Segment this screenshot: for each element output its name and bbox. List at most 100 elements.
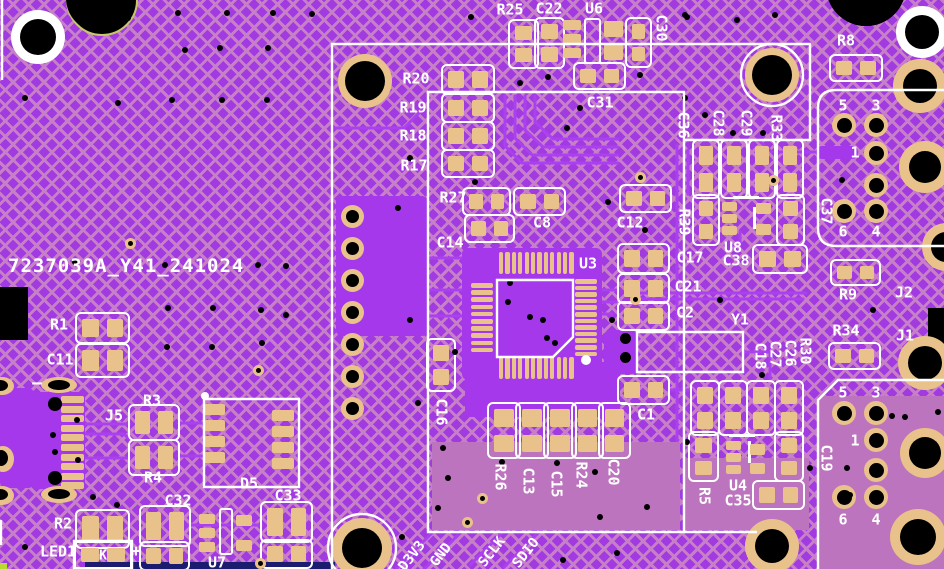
designator-6[interactable]: 6 <box>838 510 848 529</box>
copper-trace[interactable] <box>502 527 544 569</box>
smd-pad[interactable] <box>781 438 797 453</box>
via[interactable] <box>560 557 566 563</box>
designator-C12[interactable]: C12 <box>616 213 644 232</box>
smd-pad[interactable] <box>472 71 488 88</box>
smd-pad[interactable] <box>632 46 645 61</box>
via[interactable] <box>605 199 611 205</box>
smd-pad[interactable] <box>494 434 514 452</box>
smd-pad[interactable] <box>604 44 623 60</box>
smd-pad[interactable] <box>81 548 99 562</box>
qfp-pad[interactable] <box>471 333 493 338</box>
designator-U4[interactable]: U4 <box>728 476 748 495</box>
component-C30[interactable] <box>625 17 652 68</box>
qfp-pad[interactable] <box>575 285 597 291</box>
via[interactable] <box>540 317 546 323</box>
smd-pad[interactable] <box>515 48 532 62</box>
qfp-pad[interactable] <box>471 290 493 295</box>
connector-pad[interactable] <box>61 415 84 423</box>
smd-pad[interactable] <box>472 156 488 171</box>
smd-pad[interactable] <box>624 280 640 297</box>
smd-pad[interactable] <box>699 201 713 216</box>
component-C38[interactable] <box>752 244 808 274</box>
smd-pad[interactable] <box>550 434 570 452</box>
smd-pad[interactable] <box>168 548 183 564</box>
qfp-pad[interactable] <box>563 252 568 274</box>
smd-pad[interactable] <box>106 516 123 542</box>
qfp-pad[interactable] <box>575 279 597 284</box>
smd-pad[interactable] <box>433 345 449 361</box>
smd-pad[interactable] <box>697 412 713 429</box>
qfp-pad[interactable] <box>471 326 493 331</box>
copper-trace[interactable] <box>394 531 434 569</box>
designator-4[interactable]: 4 <box>871 510 881 529</box>
component-R30c[interactable] <box>774 380 804 436</box>
via[interactable] <box>407 155 413 161</box>
via[interactable] <box>717 297 723 303</box>
smd-pad[interactable] <box>550 409 570 427</box>
smd-pad[interactable] <box>722 226 737 235</box>
via[interactable] <box>505 299 511 305</box>
qfp-pad[interactable] <box>518 357 523 379</box>
via[interactable] <box>169 97 175 103</box>
smd-pad[interactable] <box>647 250 663 267</box>
designator-C2[interactable]: C2 <box>675 303 695 322</box>
designator-5[interactable]: 5 <box>838 96 848 115</box>
smd-pad[interactable] <box>756 203 771 214</box>
component-U6[interactable] <box>584 18 601 64</box>
smd-pad[interactable] <box>472 100 488 116</box>
designator-U6[interactable]: U6 <box>584 0 604 18</box>
smd-pad[interactable] <box>784 251 801 267</box>
smd-pad[interactable] <box>82 319 99 337</box>
qfp-pad[interactable] <box>505 252 510 274</box>
smd-pad[interactable] <box>699 173 713 192</box>
smd-pad[interactable] <box>722 202 737 211</box>
qfp-pad[interactable] <box>575 325 597 330</box>
qfp-pad[interactable] <box>531 357 536 379</box>
designator-C22[interactable]: C22 <box>535 0 563 18</box>
smd-pad[interactable] <box>722 214 737 223</box>
smd-pad[interactable] <box>433 369 449 385</box>
designator-C20[interactable]: C20 <box>604 458 623 486</box>
smd-pad[interactable] <box>515 26 532 40</box>
smd-pad[interactable] <box>448 156 464 171</box>
via[interactable] <box>165 305 171 311</box>
via[interactable] <box>258 307 264 313</box>
via[interactable] <box>684 14 690 20</box>
smd-pad[interactable] <box>783 201 798 216</box>
qfp-pad[interactable] <box>518 252 523 274</box>
via[interactable] <box>415 400 421 406</box>
component-U7[interactable] <box>219 508 233 555</box>
via[interactable] <box>435 505 441 511</box>
component-C38b[interactable] <box>776 194 805 246</box>
qfp-pad[interactable] <box>537 357 542 379</box>
smd-pad[interactable] <box>699 224 713 239</box>
smd-pad[interactable] <box>82 516 99 542</box>
designator-C15[interactable]: C15 <box>547 470 566 498</box>
via[interactable] <box>552 340 558 346</box>
designator-R17[interactable]: R17 <box>400 156 428 175</box>
smd-pad[interactable] <box>580 69 596 83</box>
designator-1[interactable]: 1 <box>850 431 860 450</box>
designator-R9[interactable]: R9 <box>838 285 858 304</box>
smd-pad[interactable] <box>563 34 581 44</box>
smd-pad[interactable] <box>578 409 597 427</box>
connector-pad[interactable] <box>61 472 84 480</box>
designator-C14[interactable]: C14 <box>436 233 464 252</box>
copper-trace[interactable] <box>741 350 772 382</box>
designator-C33[interactable]: C33 <box>274 486 302 505</box>
qfp-pad[interactable] <box>575 351 597 357</box>
smd-pad[interactable] <box>725 412 741 429</box>
designator-C27[interactable]: C27 <box>766 340 785 368</box>
via[interactable] <box>684 439 690 445</box>
qfp-pad[interactable] <box>537 252 542 274</box>
qfp-pad[interactable] <box>563 357 568 379</box>
via[interactable] <box>395 205 401 211</box>
designator-R39[interactable]: R39 <box>675 208 694 236</box>
component-C29[interactable] <box>748 139 776 199</box>
smd-pad[interactable] <box>199 528 215 538</box>
smd-pad[interactable] <box>836 61 852 75</box>
designator-U3[interactable]: U3 <box>578 254 598 273</box>
smd-pad[interactable] <box>647 280 663 297</box>
smd-pad[interactable] <box>169 512 184 540</box>
designator-C21[interactable]: C21 <box>674 277 702 296</box>
